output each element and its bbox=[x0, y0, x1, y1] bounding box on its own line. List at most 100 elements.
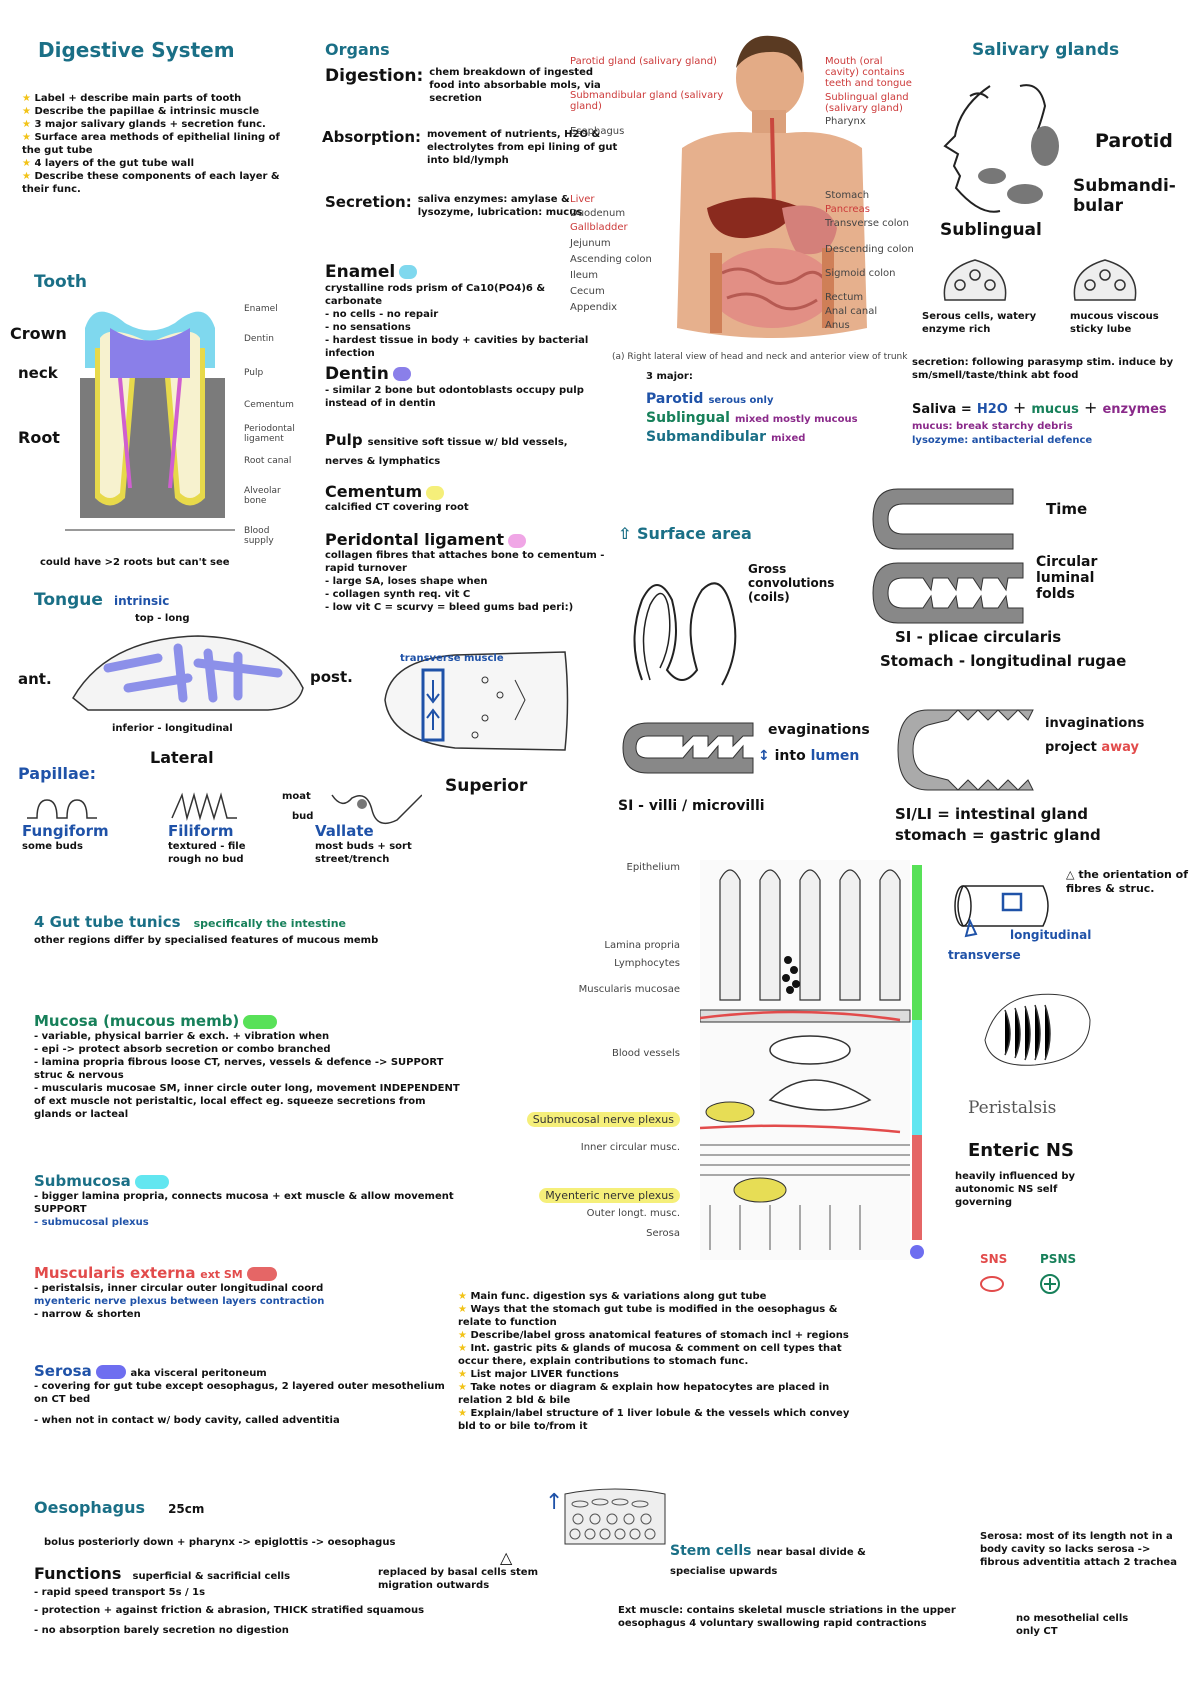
face-diagram bbox=[943, 84, 1059, 213]
label-parotid-gland: Parotid gland (salivary gland) bbox=[570, 56, 717, 67]
label-transverse-colon: Transverse colon bbox=[825, 218, 909, 229]
label-jejunum: Jejunum bbox=[570, 238, 611, 249]
label-periodontal: Periodontal ligament bbox=[244, 424, 295, 444]
star-icon: ★ bbox=[22, 158, 31, 169]
tube-plain-diagram bbox=[868, 484, 1018, 558]
organs-heading: Organs bbox=[325, 40, 390, 59]
tube-folds-diagram bbox=[868, 558, 1028, 632]
tongue-post-label: post. bbox=[310, 668, 353, 686]
papilla-vallate: Vallate most buds + sort street/trench bbox=[315, 822, 412, 865]
triangle-icon: △ bbox=[1066, 868, 1075, 881]
objective-item: ★ Describe/label gross anatomical featur… bbox=[458, 1330, 849, 1341]
ns-symbols bbox=[980, 1274, 1060, 1294]
circular-folds-label: Circular luminal folds bbox=[1036, 554, 1098, 602]
tongue-superior-illustration bbox=[384, 651, 569, 751]
gastric-gland-label: stomach = gastric gland bbox=[895, 826, 1101, 844]
objective-item: ★ Explain/label structure of 1 liver lob… bbox=[458, 1408, 850, 1432]
submucosa-block: Submucosa - bigger lamina propria, conne… bbox=[34, 1172, 454, 1228]
ns-icons bbox=[980, 1272, 1080, 1302]
objective-item: ★ Surface area methods of epithelial lin… bbox=[22, 132, 280, 156]
label-rectum: Rectum bbox=[825, 292, 864, 303]
label-esophagus: Esophagus bbox=[570, 126, 625, 137]
sublingual-label: Sublingual bbox=[940, 220, 1042, 240]
objective-item: ★ Int. gastric pits & glands of mucosa &… bbox=[458, 1343, 842, 1367]
star-icon: ★ bbox=[458, 1343, 467, 1354]
evaginations-illustration bbox=[622, 722, 754, 774]
tongue-ant-label: ant. bbox=[18, 670, 52, 688]
label-submandibular-gland: Submandibular gland (salivary gland) bbox=[570, 90, 724, 112]
label-mouth: Mouth (oral cavity) contains teeth and t… bbox=[825, 56, 912, 89]
functions-row: Functions superficial & sacrificial cell… bbox=[34, 1564, 291, 1583]
papillae-illustration bbox=[27, 792, 423, 825]
enteric-note: heavily influenced by autonomic NS self … bbox=[955, 1171, 1076, 1208]
secretion-text: saliva enzymes: amylase & lysozyme, lubr… bbox=[417, 194, 583, 218]
oesophagus-line1: bolus posteriorly down + pharynx -> epig… bbox=[44, 1537, 396, 1548]
salivary-heading: Salivary glands bbox=[972, 40, 1120, 60]
coils-illustration bbox=[633, 582, 737, 686]
objectives-list: ★ Label + describe main parts of tooth ★… bbox=[22, 92, 302, 196]
dentin-block: Dentin - similar 2 bone but odontoblasts… bbox=[325, 364, 590, 410]
absorption-def: Absorption: movement of nutrients, H2O &… bbox=[322, 128, 622, 167]
moat-label: moat bbox=[282, 791, 311, 802]
label-appendix: Appendix bbox=[570, 302, 618, 313]
tooth-diagram bbox=[65, 298, 235, 552]
enamel-block: Enamel crystalline rods prism of Ca10(PO… bbox=[325, 262, 589, 359]
secretion-note: secretion: following parasymp stim. indu… bbox=[912, 357, 1174, 381]
figure-caption: (a) Right lateral view of head and neck … bbox=[612, 352, 908, 362]
dentin-title: Dentin bbox=[325, 364, 590, 384]
pulp-block: Pulp sensitive soft tissue w/ bld vessel… bbox=[325, 431, 568, 467]
transverse-label: transverse bbox=[948, 948, 1021, 962]
project-away-label: project away bbox=[1045, 740, 1140, 755]
label-anal-canal: Anal canal bbox=[825, 306, 878, 317]
coils-diagram bbox=[622, 560, 752, 704]
neck-label: neck bbox=[18, 364, 58, 382]
serosa-title: Serosa aka visceral peritoneum bbox=[34, 1362, 267, 1380]
label-duodenum: Duodenum bbox=[570, 208, 626, 219]
enteric-ns-label: Enteric NS bbox=[968, 1140, 1074, 1161]
face-sketch bbox=[940, 76, 1090, 240]
gut-wall-illustration bbox=[699, 860, 924, 1260]
lysozyme-note: lysozyme: antibacterial defence bbox=[912, 435, 1093, 446]
label-sigmoid-colon: Sigmoid colon bbox=[825, 268, 896, 279]
objective-item: ★ 4 layers of the gut tube wall bbox=[22, 158, 194, 169]
papilla-filiform: Filiform textured - file rough no bud bbox=[168, 822, 246, 865]
into-lumen-label: ↕ into lumen bbox=[758, 748, 860, 764]
peristalsis-illustration bbox=[984, 993, 1091, 1066]
label-sublingual-gland: Sublingual gland (salivary gland) bbox=[825, 92, 909, 114]
up-arrow-icon: ⇧ bbox=[618, 524, 632, 543]
star-icon: ★ bbox=[458, 1330, 467, 1341]
star-icon: ★ bbox=[458, 1382, 467, 1393]
mucosa-title: Mucosa (mucous memb) bbox=[34, 1012, 464, 1030]
muscularis-color-swatch bbox=[246, 1266, 277, 1281]
star-icon: ★ bbox=[22, 93, 31, 104]
label-cementum: Cementum bbox=[244, 400, 294, 410]
label-alveolar-bone: Alveolar bone bbox=[244, 486, 281, 506]
objective-item: ★ Take notes or diagram & explain how he… bbox=[458, 1382, 830, 1406]
gross-convolutions-label: Gross convolutions (coils) bbox=[748, 562, 835, 604]
label-pancreas: Pancreas bbox=[825, 204, 870, 215]
digestion-def: Digestion: chem breakdown of ingested fo… bbox=[325, 66, 615, 105]
digestive-body-figure bbox=[612, 28, 912, 358]
digestion-label: Digestion: bbox=[325, 66, 424, 86]
periodontal-block: Peridontal ligament collagen fibres that… bbox=[325, 530, 605, 613]
function-3: - no absorption barely secretion no dige… bbox=[34, 1625, 289, 1636]
major-glands: Parotid serous only Sublingual mixed mos… bbox=[646, 391, 858, 445]
function-1: - rapid speed transport 5s / 1s bbox=[34, 1587, 206, 1598]
si-li-gland-label: SI/LI = intestinal gland bbox=[895, 805, 1089, 823]
tongue-inferior-label: inferior - longitudinal bbox=[112, 723, 233, 734]
muscularis-block: Muscularis externa ext SM - peristalsis,… bbox=[34, 1264, 454, 1321]
tooth-illustration bbox=[65, 311, 235, 531]
tooth-caption: could have >2 roots but can't see bbox=[40, 557, 230, 568]
cementum-color-swatch bbox=[426, 485, 445, 500]
mesothelial-note: no mesothelial cells only CT bbox=[1016, 1613, 1129, 1637]
serosa-note: Serosa: most of its length not in a body… bbox=[980, 1531, 1177, 1568]
star-icon: ★ bbox=[458, 1369, 467, 1380]
tongue-heading: Tongue intrinsic bbox=[34, 590, 170, 610]
psns-label: PSNS bbox=[1040, 1252, 1077, 1266]
body-illustration bbox=[677, 35, 867, 338]
objective-item: ★ Describe the papillae & intrinsic musc… bbox=[22, 106, 260, 117]
bud-label: bud bbox=[292, 811, 314, 822]
tube-plain-illustration bbox=[872, 488, 1014, 550]
label-descending-colon: Descending colon bbox=[825, 244, 914, 255]
si-villi-label: SI - villi / microvilli bbox=[618, 798, 765, 814]
